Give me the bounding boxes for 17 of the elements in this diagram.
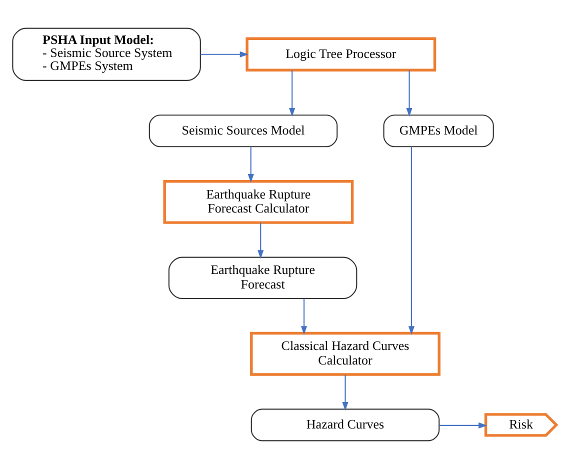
node-box: Logic Tree Processor bbox=[246, 37, 436, 72]
arrow bbox=[289, 70, 296, 117]
arrow bbox=[248, 146, 254, 183]
node-box: Classical Hazard Curves Calculator bbox=[250, 332, 440, 376]
node-box: Hazard Curves bbox=[250, 408, 440, 442]
node-box: GMPEs Model bbox=[383, 114, 494, 148]
arrow bbox=[408, 146, 414, 335]
node-box: Earthquake Rupture Forecast Calculator bbox=[163, 180, 354, 224]
node-box: PSHA Input Model: - Seismic Source System - GMPEs System bbox=[12, 28, 201, 81]
arrow bbox=[406, 70, 412, 117]
arrow bbox=[342, 374, 348, 411]
arrow bbox=[258, 222, 264, 259]
arrow bbox=[200, 51, 249, 58]
node-box: Earthquake Rupture Forecast bbox=[168, 256, 358, 300]
node-box: Seismic Sources Model bbox=[148, 114, 338, 148]
arrow bbox=[439, 422, 488, 429]
arrow bbox=[300, 298, 308, 335]
